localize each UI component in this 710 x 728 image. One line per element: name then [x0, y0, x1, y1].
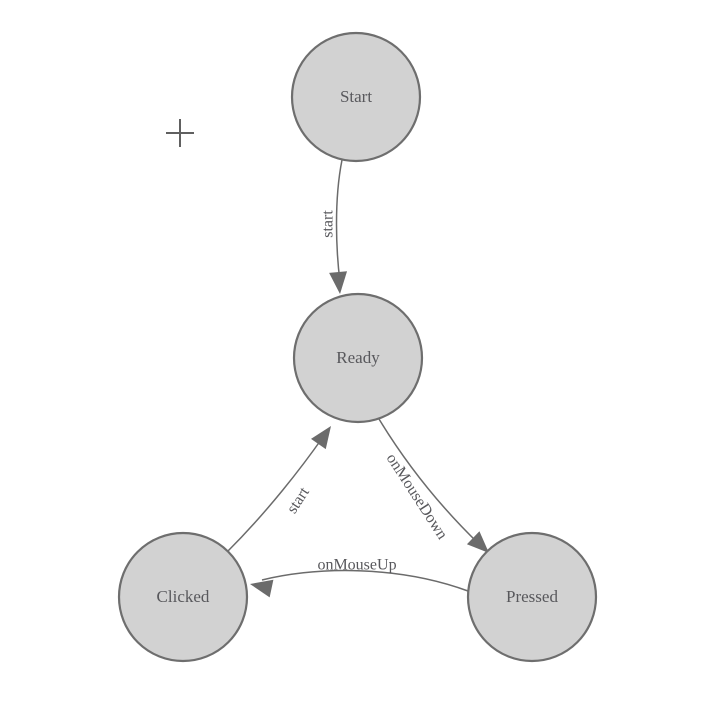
edge-path: [261, 569, 469, 592]
node-shape[interactable]: [290, 31, 422, 163]
node-shape[interactable]: [117, 531, 249, 663]
edge-label: onMouseUp: [317, 557, 396, 574]
edge-path: [335, 159, 343, 283]
edge-start-to-ready[interactable]: start: [320, 159, 349, 295]
arrow-head-icon: [466, 531, 489, 553]
arrow-head-icon: [329, 271, 348, 294]
edge-label: onMouseDown: [383, 451, 451, 543]
edge-path: [227, 436, 324, 552]
arrow-head-icon: [250, 579, 274, 598]
plus-crosshair-icon: [166, 119, 194, 147]
node-ready[interactable]: Ready: [292, 292, 424, 424]
node-label: Pressed: [506, 587, 558, 606]
node-label: Clicked: [157, 587, 210, 606]
edge-label: start: [320, 210, 337, 238]
edge-clicked-to-ready[interactable]: start: [227, 421, 338, 552]
node-label: Ready: [336, 348, 380, 367]
edge-path: [378, 418, 480, 545]
node-label: Start: [340, 87, 372, 106]
edge-label: start: [284, 484, 314, 517]
node-shape[interactable]: [292, 292, 424, 424]
node-clicked[interactable]: Clicked: [117, 531, 249, 663]
edge-pressed-to-clicked[interactable]: onMouseUp: [248, 557, 469, 598]
arrow-head-icon: [311, 426, 331, 450]
node-pressed[interactable]: Pressed: [466, 531, 598, 663]
node-start[interactable]: Start: [290, 31, 422, 163]
edge-ready-to-pressed[interactable]: onMouseDown: [378, 418, 495, 559]
node-shape[interactable]: [466, 531, 598, 663]
